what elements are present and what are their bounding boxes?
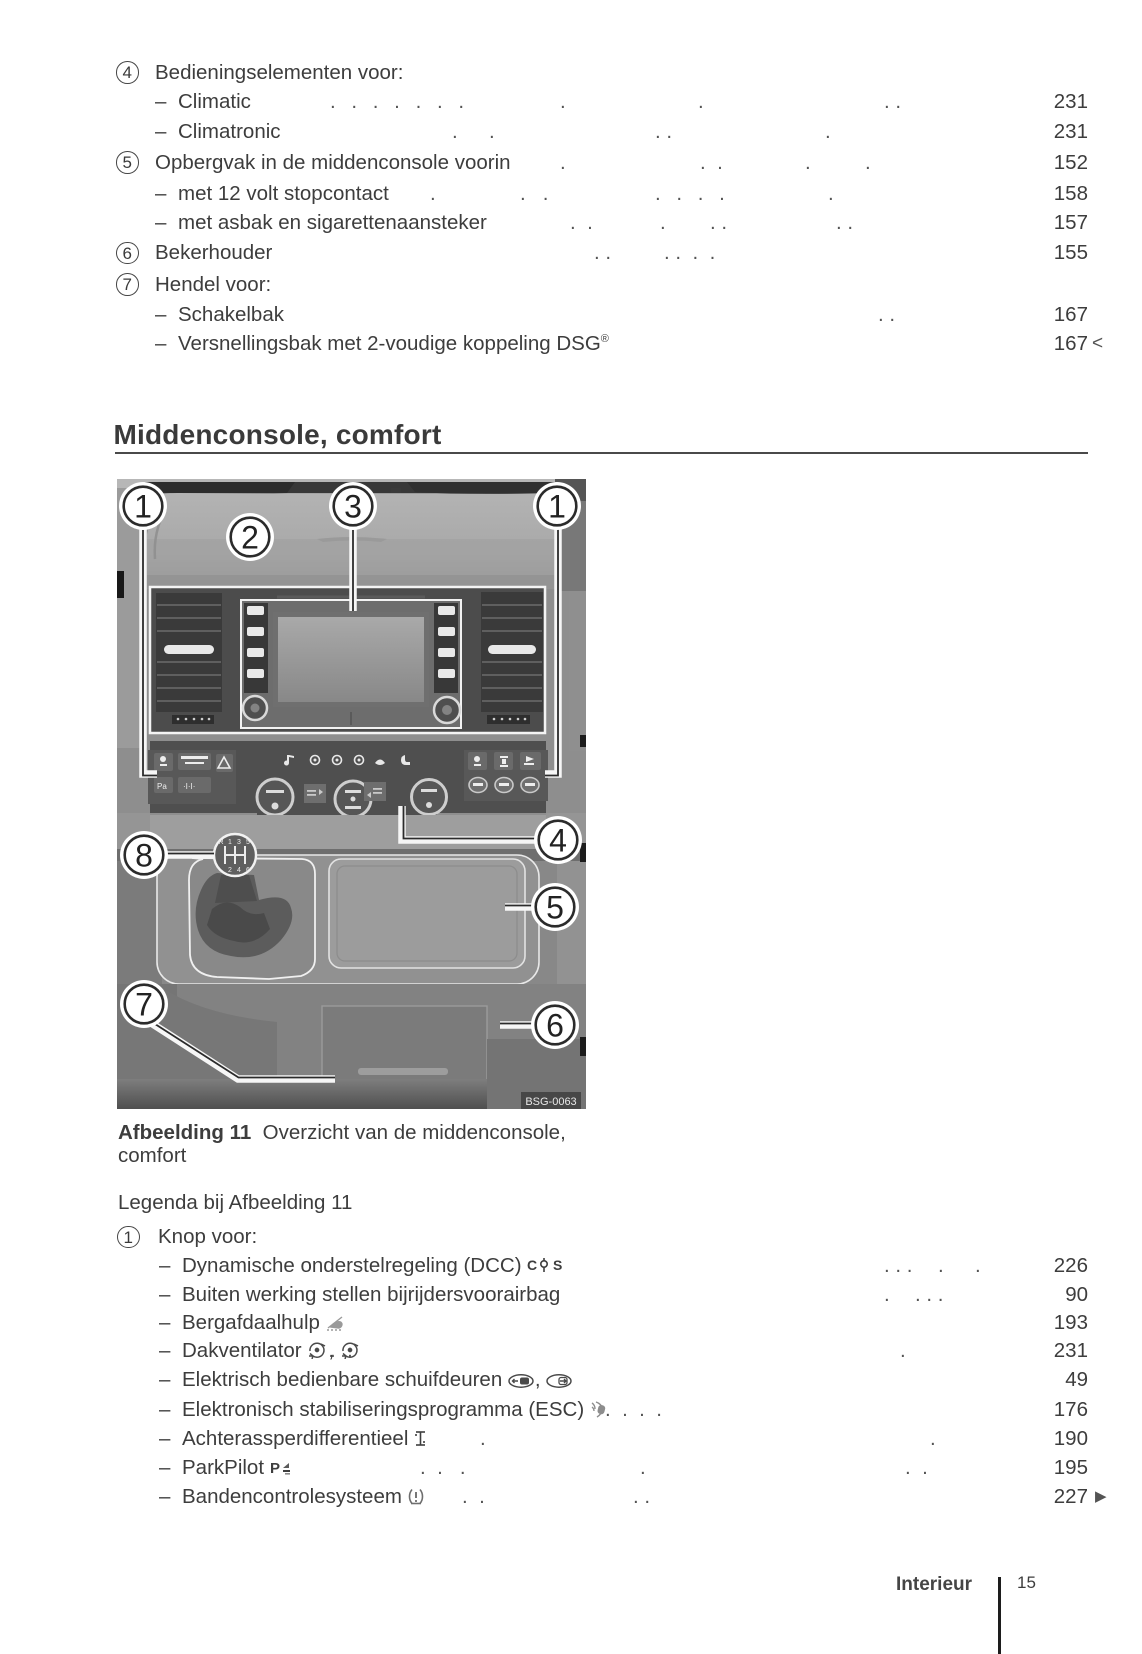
svg-text:5: 5 — [546, 890, 564, 926]
svg-text:8: 8 — [135, 838, 153, 874]
svg-text:2: 2 — [228, 867, 232, 874]
svg-text:1: 1 — [228, 839, 232, 846]
svg-text:3: 3 — [344, 489, 362, 525]
svg-text:BSG-0063: BSG-0063 — [525, 1096, 576, 1108]
svg-text:4: 4 — [549, 823, 567, 859]
svg-text:5: 5 — [246, 839, 250, 846]
svg-text:1: 1 — [134, 489, 152, 525]
svg-text:R: R — [218, 839, 223, 846]
svg-text:P: P — [270, 1460, 280, 1476]
svg-text:7: 7 — [135, 987, 153, 1023]
svg-text:4: 4 — [237, 867, 241, 874]
svg-text:6: 6 — [246, 867, 250, 874]
svg-text:Pa: Pa — [157, 782, 167, 791]
svg-text:6: 6 — [546, 1008, 564, 1044]
svg-text:1: 1 — [548, 489, 566, 525]
svg-text:C: C — [527, 1257, 537, 1273]
svg-text:S: S — [553, 1257, 562, 1273]
svg-text:·I·I·: ·I·I· — [183, 782, 195, 791]
svg-text:3: 3 — [237, 839, 241, 846]
svg-text:2: 2 — [241, 520, 259, 556]
